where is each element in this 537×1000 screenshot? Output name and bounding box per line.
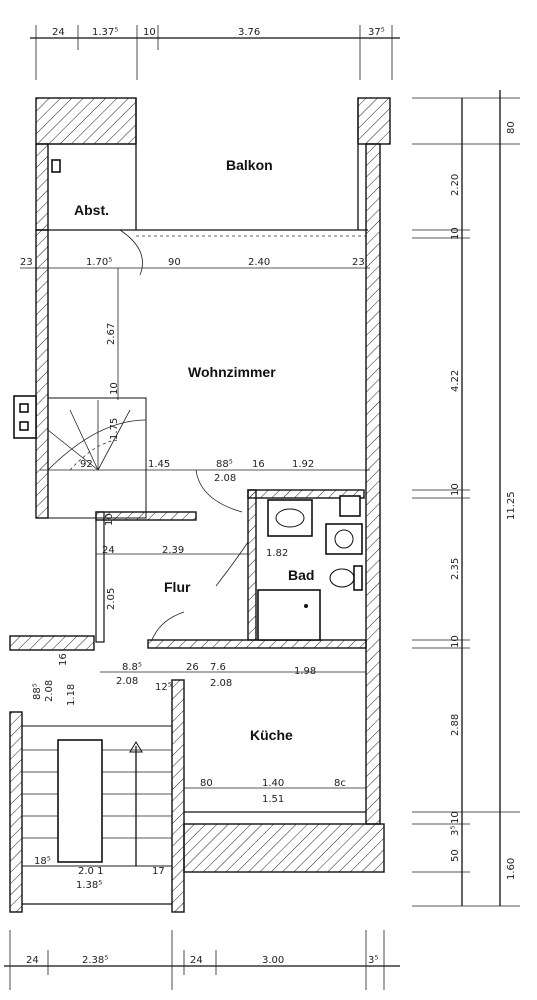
right-dimension-chain: 80 2.20 10 4.22 10 2.35 10 2.88 10 3⁵ 50…: [412, 90, 520, 907]
dim-w22: 12⁵: [155, 682, 172, 693]
dim-bottom-4: 3.00: [262, 955, 284, 966]
interior-walls: [9, 489, 367, 651]
dim-w34: 1.51: [262, 794, 284, 805]
dim-r-total2: 1.60: [506, 858, 517, 880]
dim-w30: 16: [58, 653, 69, 666]
dim-r6: 2.35: [450, 558, 461, 580]
dim-w27: 88⁵: [32, 683, 43, 700]
dim-bottom-1: 24: [26, 955, 39, 966]
dim-w13: 16: [252, 459, 265, 470]
dim-r7: 10: [450, 635, 461, 648]
bathroom-fixtures: [257, 495, 363, 641]
dim-r-total: 11.25: [506, 491, 517, 520]
dim-w19: 2.05: [106, 588, 117, 610]
dim-w31: 80: [200, 778, 213, 789]
dim-w14: 1.92: [292, 459, 314, 470]
spiral-staircase: [47, 397, 147, 519]
dim-w10: 1.45: [148, 459, 170, 470]
main-staircase: 18⁵ 2.0 1 17 1.38⁵: [21, 725, 173, 905]
dim-top-3: 10: [143, 27, 156, 38]
top-dimension-chain: 24 1.37⁵ 10 3.76 37⁵: [30, 25, 400, 80]
room-label-abst: Abst.: [74, 202, 109, 218]
dim-r3: 10: [450, 227, 461, 240]
dim-w16: 24: [102, 545, 115, 556]
dim-w1: 23: [20, 257, 33, 268]
dim-r8: 2.88: [450, 714, 461, 736]
dim-w23: 26: [186, 662, 199, 673]
dim-w21: 2.08: [116, 676, 138, 687]
dim-w12: 2.08: [214, 473, 236, 484]
dim-w17: 2.39: [162, 545, 184, 556]
dim-bottom-5: 3⁵: [368, 955, 378, 966]
dim-w29: 1.18: [66, 684, 77, 706]
room-label-bad: Bad: [288, 567, 314, 583]
dim-r10: 3⁵: [450, 826, 461, 836]
dim-w20: 8.8⁵: [122, 662, 142, 673]
chimney: [13, 395, 37, 439]
dim-w18: 1.82: [266, 548, 288, 559]
bottom-dimension-chain: 24 2.38⁵ 24 3.00 3⁵: [4, 930, 400, 990]
dim-w38: 1.38⁵: [76, 880, 102, 891]
living-width-dims: 23 1.70⁵ 90 2.40 23: [20, 257, 370, 269]
room-label-wohnzimmer: Wohnzimmer: [188, 364, 276, 380]
dim-r9: 10: [450, 811, 461, 824]
dim-w36: 2.0 1: [78, 866, 103, 877]
dim-w9: 92: [80, 459, 93, 470]
dim-top-4: 3.76: [238, 27, 260, 38]
dim-r5: 10: [450, 483, 461, 496]
outer-walls: [9, 143, 385, 913]
kitchen-window-dims: 80 1.40 8c 1.51: [184, 778, 366, 813]
room-label-balkon: Balkon: [226, 157, 273, 173]
dim-w28: 2.08: [44, 680, 55, 702]
dim-w11: 88⁵: [216, 459, 233, 470]
dim-bottom-3: 24: [190, 955, 203, 966]
dim-w33: 8c: [334, 778, 346, 789]
dim-w8: 1.75: [109, 418, 120, 440]
dim-w37: 17: [152, 866, 165, 877]
dim-top-5: 37⁵: [368, 27, 385, 38]
dim-w26: 1.98: [294, 666, 316, 677]
dim-r11: 50: [450, 849, 461, 862]
dim-w5: 23: [352, 257, 365, 268]
dim-w24: 7.6: [210, 662, 226, 673]
dim-top-1: 24: [52, 27, 65, 38]
dim-w3: 90: [168, 257, 181, 268]
dim-w7: 10: [109, 382, 120, 395]
dim-r1: 80: [506, 121, 517, 134]
hall-width-dims: 92 1.45 88⁵ 2.08 16 1.92: [40, 459, 370, 484]
dim-bottom-2: 2.38⁵: [82, 955, 108, 966]
abstellraum: Abst.: [35, 143, 136, 231]
dim-r4: 4.22: [450, 370, 461, 392]
dim-w25: 2.08: [210, 678, 232, 689]
dim-w35: 18⁵: [34, 856, 51, 867]
dim-w2: 1.70⁵: [86, 257, 112, 268]
kitchen-top-dims: 8.8⁵ 2.08 12⁵ 26 7.6 2.08 1.98: [100, 662, 366, 693]
dim-w15: 10: [104, 513, 115, 526]
dim-r2: 2.20: [450, 174, 461, 196]
room-label-kueche: Küche: [250, 727, 293, 743]
room-label-flur: Flur: [164, 579, 191, 595]
dim-w6: 2.67: [106, 323, 117, 345]
dim-w32: 1.40: [262, 778, 284, 789]
dim-top-2: 1.37⁵: [92, 27, 118, 38]
dim-w4: 2.40: [248, 257, 270, 268]
